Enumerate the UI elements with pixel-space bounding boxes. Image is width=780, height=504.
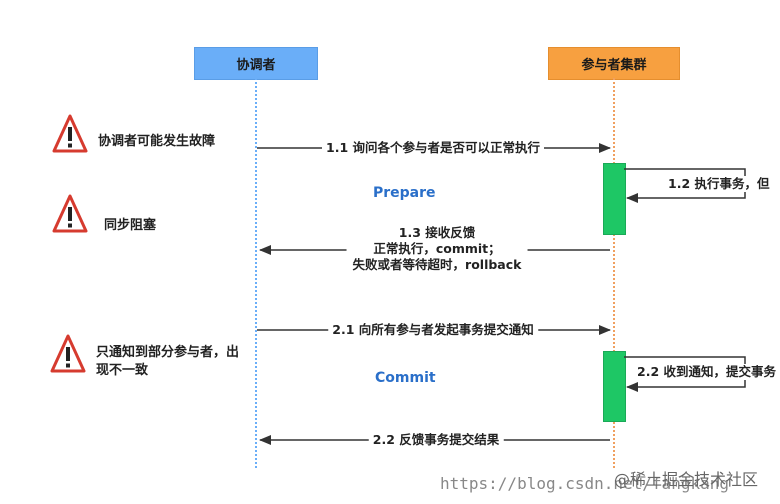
juejin-watermark: @稀土掘金技术社区 <box>614 470 759 489</box>
msg-1-3-line1: 1.3 接收反馈 <box>398 225 476 240</box>
warning-icon <box>52 114 88 153</box>
csdn-watermark: https://blog.csdn.net/fangkang <box>440 474 729 493</box>
coordinator-label: 协调者 <box>236 58 276 73</box>
warning-icon <box>52 194 88 233</box>
prepare-activation-bar <box>603 163 626 235</box>
warning-icon <box>50 334 86 373</box>
cluster-lifeline <box>613 78 615 468</box>
warning-partial-notify-line2: 现不一致 <box>96 363 149 378</box>
msg-1-2-label: 1.2 执行事务，但 <box>664 176 774 192</box>
msg-1-3-line2: 正常执行，commit； <box>373 241 501 256</box>
cluster-label: 参与者集群 <box>581 58 647 73</box>
phase-commit-label: Commit <box>375 370 436 386</box>
commit-activation-bar <box>603 351 626 422</box>
warning-partial-notify: 只通知到部分参与者，出 现不一致 <box>96 344 239 380</box>
coordinator-lifeline <box>255 78 257 468</box>
msg-2-1-label: 2.1 向所有参与者发起事务提交通知 <box>328 322 538 338</box>
msg-1-3-line3: 失败或者等待超时，rollback <box>352 257 522 272</box>
msg-2-2b-label: 2.2 反馈事务提交结果 <box>368 432 504 448</box>
msg-1-3-label: 1.3 接收反馈 正常执行，commit； 失败或者等待超时，rollback <box>346 225 528 273</box>
msg-2-2a-label: 2.2 收到通知，提交事务 <box>633 364 780 380</box>
phase-prepare-label: Prepare <box>373 185 436 201</box>
coordinator-box: 协调者 <box>194 47 318 80</box>
warning-partial-notify-line1: 只通知到部分参与者，出 <box>96 345 240 360</box>
msg-1-1-label: 1.1 询问各个参与者是否可以正常执行 <box>322 140 544 156</box>
warning-coordinator-failure: 协调者可能发生故障 <box>98 134 216 149</box>
warning-sync-blocking: 同步阻塞 <box>104 218 157 233</box>
